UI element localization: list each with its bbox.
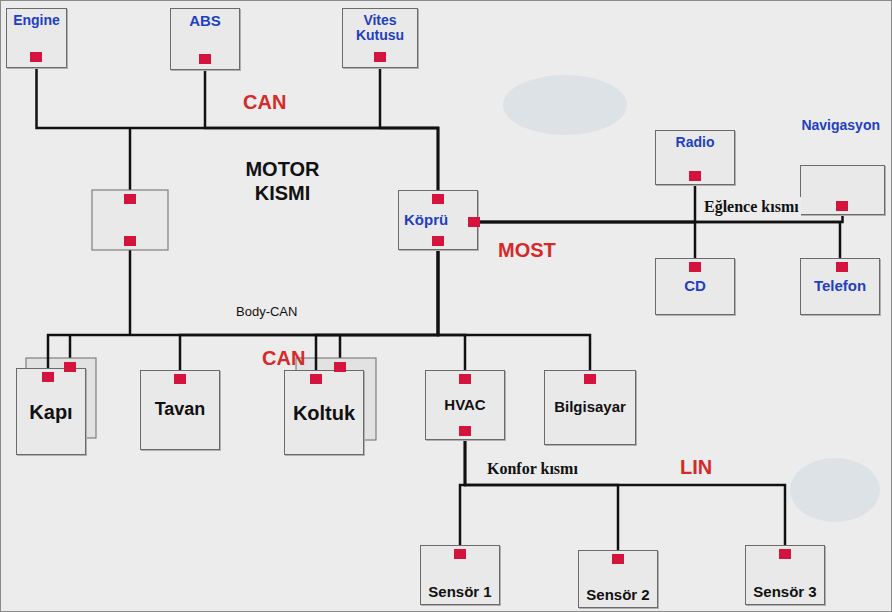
box-label: Koltuk xyxy=(293,402,355,424)
sensor-box: Sensör 2 xyxy=(578,550,658,608)
box-label: Bilgisayar xyxy=(554,399,626,416)
bus-connector xyxy=(316,250,438,370)
pin xyxy=(432,194,444,204)
bus-connector xyxy=(478,185,695,222)
car-sketch xyxy=(503,75,627,135)
section-title: MOTOR KISMI xyxy=(225,157,340,205)
pin xyxy=(30,52,42,62)
bus-connector xyxy=(465,440,618,550)
media-box: Radio xyxy=(655,130,735,185)
pin xyxy=(374,52,386,62)
box-label: HVAC xyxy=(444,397,485,414)
box-label: Vites Kutusu xyxy=(347,13,413,42)
pin xyxy=(174,374,186,384)
bus-wire xyxy=(129,128,132,190)
bus-connector xyxy=(438,250,465,370)
pin xyxy=(779,549,791,559)
pin xyxy=(334,362,346,372)
pin xyxy=(612,554,624,564)
box-label: Tavan xyxy=(155,400,206,420)
pin xyxy=(836,262,848,272)
box-label: Radio xyxy=(676,135,715,150)
pin xyxy=(689,171,701,181)
pin xyxy=(64,362,76,372)
box-label: Sensör 2 xyxy=(586,587,649,604)
pin xyxy=(584,374,596,384)
sensor-box: Sensör 1 xyxy=(420,545,500,605)
connector-group xyxy=(37,68,843,550)
bridge-box: Köprü xyxy=(398,190,478,250)
bus-name: CAN xyxy=(262,346,305,370)
bus-wire xyxy=(339,335,342,358)
box-label: Köprü xyxy=(404,212,448,229)
bus-connector xyxy=(438,250,590,370)
bus-connector xyxy=(465,440,785,545)
gateway-box xyxy=(92,190,168,250)
body-module-box: Bilgisayar xyxy=(544,370,636,445)
bus-connector xyxy=(205,70,438,190)
pin xyxy=(836,201,848,211)
ecu-box: Engine xyxy=(6,8,67,68)
pin-group xyxy=(30,52,848,564)
pin xyxy=(689,262,701,272)
ecu-box: Vites Kutusu xyxy=(342,8,418,68)
box-heading: Navigasyon xyxy=(801,118,880,133)
media-box: Navigasyon xyxy=(800,165,885,215)
bus-connector xyxy=(48,250,438,368)
bus-connector xyxy=(180,250,438,370)
section-title: Konfor kısmı xyxy=(487,459,578,478)
ecu-box: ABS xyxy=(170,8,240,70)
bus-connector xyxy=(37,68,439,190)
pin xyxy=(124,194,136,204)
body-module-box: Kapı xyxy=(16,368,86,455)
pin xyxy=(199,54,211,64)
section-title: Eğlence kısmı xyxy=(702,197,801,216)
media-box: CD xyxy=(655,258,735,315)
box-label: Kapı xyxy=(29,401,72,423)
label-holder: LIN xyxy=(680,455,712,479)
label-holder: CAN xyxy=(262,346,305,370)
pin xyxy=(124,236,136,246)
box-label: Sensör 3 xyxy=(753,584,816,601)
pin xyxy=(42,372,54,382)
pin xyxy=(432,236,444,246)
box-label: Telefon xyxy=(814,278,866,295)
box-label: Sensör 1 xyxy=(428,584,491,601)
media-box: Telefon xyxy=(800,258,880,315)
pin xyxy=(468,217,480,227)
bus-name: MOST xyxy=(498,238,556,262)
box-label: Engine xyxy=(13,13,60,28)
bus-name: Body-CAN xyxy=(236,304,297,320)
pin xyxy=(459,374,471,384)
body-module-box: Koltuk xyxy=(284,370,364,455)
label-holder: MOTOR KISMI xyxy=(225,157,340,205)
pin xyxy=(310,374,322,384)
label-holder: Eğlence kısmı xyxy=(702,197,801,216)
sensor-box: Sensör 3 xyxy=(745,545,825,605)
body-module-box: HVAC xyxy=(425,370,505,440)
label-holder: CAN xyxy=(243,90,286,114)
box-label: ABS xyxy=(189,13,221,30)
bus-connector xyxy=(380,68,438,190)
pin xyxy=(459,426,471,436)
bus-wire xyxy=(129,250,132,335)
car-sketch xyxy=(790,458,880,522)
bus-name: LIN xyxy=(680,455,712,479)
label-holder: Body-CAN xyxy=(236,304,297,320)
pin xyxy=(454,549,466,559)
label-holder: Konfor kısmı xyxy=(487,459,578,478)
body-module-box: Tavan xyxy=(140,370,220,450)
box-label: CD xyxy=(684,278,706,295)
label-holder: MOST xyxy=(498,238,556,262)
bus-wire xyxy=(69,335,72,358)
bus-name: CAN xyxy=(243,90,286,114)
